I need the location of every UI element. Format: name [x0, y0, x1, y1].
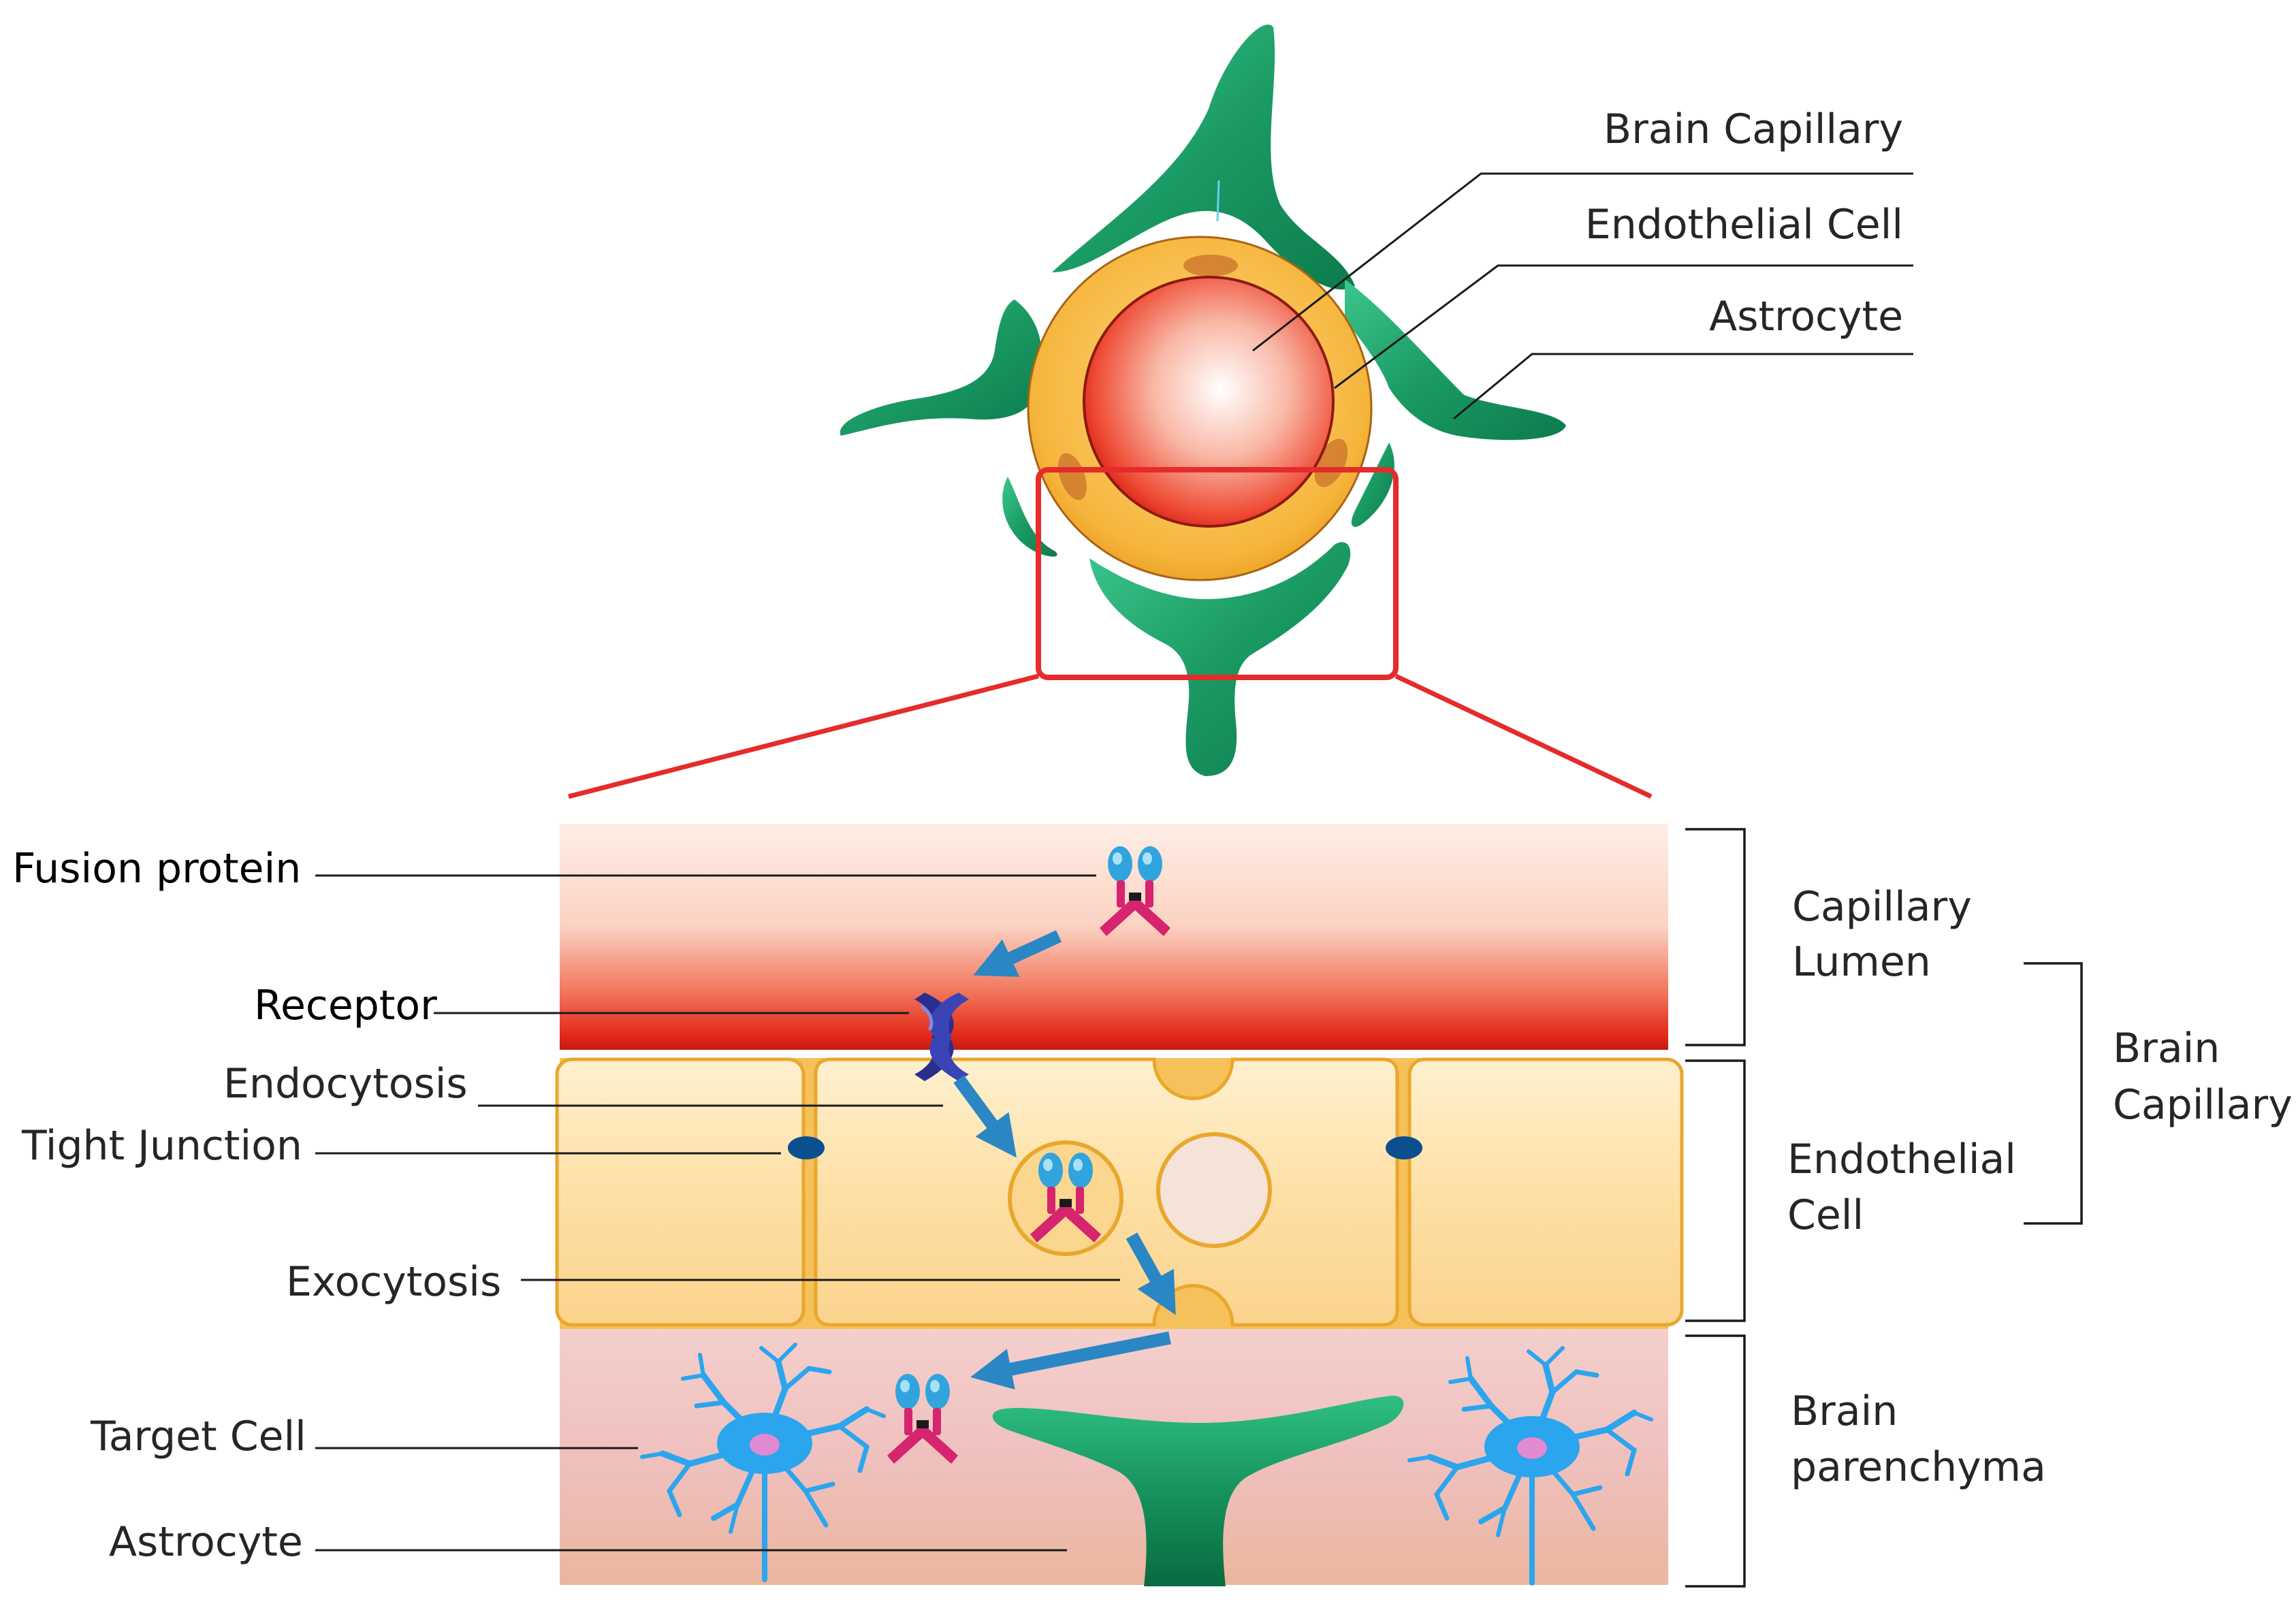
capillary-lumen-top — [1083, 276, 1335, 528]
zoom-line-left — [568, 673, 1039, 799]
label-endocytosis: Endocytosis — [223, 1060, 468, 1108]
astrocyte-endfeet-top — [840, 25, 1566, 776]
label-endothelial-cell-1: Endothelial — [1787, 1136, 2016, 1183]
label-capillary-lumen-1: Capillary — [1792, 883, 1972, 931]
bracket-brain-capillary — [2024, 962, 2083, 1225]
transport-arrows — [953, 930, 1176, 1390]
vesicle-loaded — [1008, 1140, 1123, 1256]
label-brain-capillary-1: Brain — [2113, 1025, 2220, 1072]
label-brain-parenchyma-1: Brain — [1791, 1388, 1898, 1435]
label-tight-junction: Tight Junction — [21, 1122, 302, 1170]
label-target-cell: Target Cell — [90, 1413, 306, 1460]
bracket-endothelial-cell — [1685, 1059, 1746, 1322]
label-endothelial-cell-2: Cell — [1787, 1191, 1864, 1239]
bracket-capillary-lumen — [1685, 828, 1746, 1046]
endothelial-nucleus-left — [1058, 453, 1087, 500]
endothelial-cell-3 — [1407, 1057, 1684, 1327]
zoom-detail — [555, 824, 1684, 1586]
label-brain-parenchyma-2: parenchyma — [1791, 1443, 2046, 1491]
left-leaders — [315, 874, 1120, 1552]
arrow-to-parenchyma — [970, 1331, 1171, 1390]
capillary-top-line — [1216, 180, 1220, 222]
label-brain-capillary-top: Brain Capillary — [1604, 106, 1903, 153]
vesicle-empty — [1156, 1132, 1272, 1248]
zoom-line-right — [1394, 673, 1653, 799]
arrow-to-receptor — [973, 930, 1062, 977]
right-brackets — [1685, 828, 2083, 1588]
endothelial-cell-1 — [555, 1057, 806, 1327]
label-fusion-protein: Fusion protein — [12, 845, 301, 893]
top-leaders — [1252, 172, 1913, 420]
label-endothelial-cell-top: Endothelial Cell — [1585, 201, 1903, 248]
capillary-cross-section — [568, 25, 1653, 799]
bracket-brain-parenchyma — [1685, 1334, 1746, 1588]
astrocyte-foot-bottom — [992, 1396, 1404, 1586]
tight-junction-right — [1386, 1136, 1422, 1159]
label-exocytosis: Exocytosis — [286, 1258, 501, 1306]
label-receptor: Receptor — [254, 982, 437, 1029]
receptor — [914, 993, 969, 1081]
label-astrocyte-bottom: Astrocyte — [109, 1518, 303, 1566]
zoom-box — [1036, 467, 1399, 680]
tight-junction-left — [788, 1136, 825, 1159]
label-astrocyte-top: Astrocyte — [1709, 293, 1903, 340]
label-brain-capillary-2: Capillary — [2113, 1081, 2293, 1129]
arrow-endocytosis — [953, 1075, 1017, 1158]
arrow-exocytosis — [1126, 1232, 1176, 1315]
label-capillary-lumen-2: Lumen — [1792, 938, 1931, 986]
endothelial-nucleus-top — [1183, 255, 1238, 276]
